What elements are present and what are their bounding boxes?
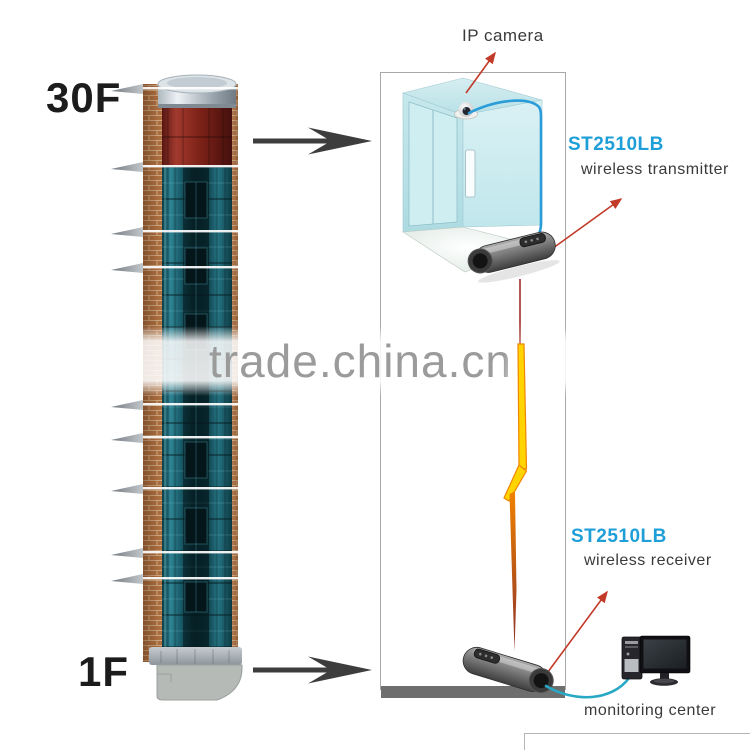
pointer-arrow-transmitter	[548, 198, 623, 252]
flow-arrow-top	[253, 127, 372, 155]
receiver-caption-label: wireless receiver	[584, 552, 712, 569]
floor-ledge	[111, 84, 238, 94]
monitor-cable	[544, 676, 631, 699]
corner-watermark-frame	[524, 733, 750, 750]
shaft-base	[149, 647, 243, 701]
wireless-transmitter-device	[467, 231, 560, 283]
floor-ledges	[111, 84, 238, 584]
transmitter-caption-label: wireless transmitter	[581, 161, 729, 178]
elevator-cabin	[401, 77, 543, 273]
cabin-control-panel	[465, 149, 476, 198]
floor-label-1f: 1F	[78, 648, 130, 695]
floor-label-30f: 30F	[46, 74, 122, 121]
watermark-band	[0, 326, 750, 396]
pc-monitor	[639, 635, 691, 686]
flow-arrow-bottom	[253, 656, 372, 684]
pc-tower	[621, 636, 643, 680]
watermark-text: trade.china.cn	[209, 335, 512, 387]
monitoring-center-label: monitoring center	[584, 702, 717, 719]
pointer-arrow-receiver	[541, 590, 608, 681]
signal-lightning-bolt	[501, 279, 541, 651]
wireless-receiver-device	[462, 646, 554, 694]
receiver-model-label: ST2510LB	[571, 526, 667, 547]
ip-camera-label: IP camera	[462, 26, 544, 45]
ground-floor-bar	[381, 686, 565, 698]
monitoring-computer	[621, 635, 691, 686]
camera-cable	[467, 99, 543, 246]
shaft-red-section	[162, 108, 232, 166]
pointer-arrow-ip-camera	[465, 51, 496, 94]
transmitter-model-label: ST2510LB	[568, 134, 664, 155]
